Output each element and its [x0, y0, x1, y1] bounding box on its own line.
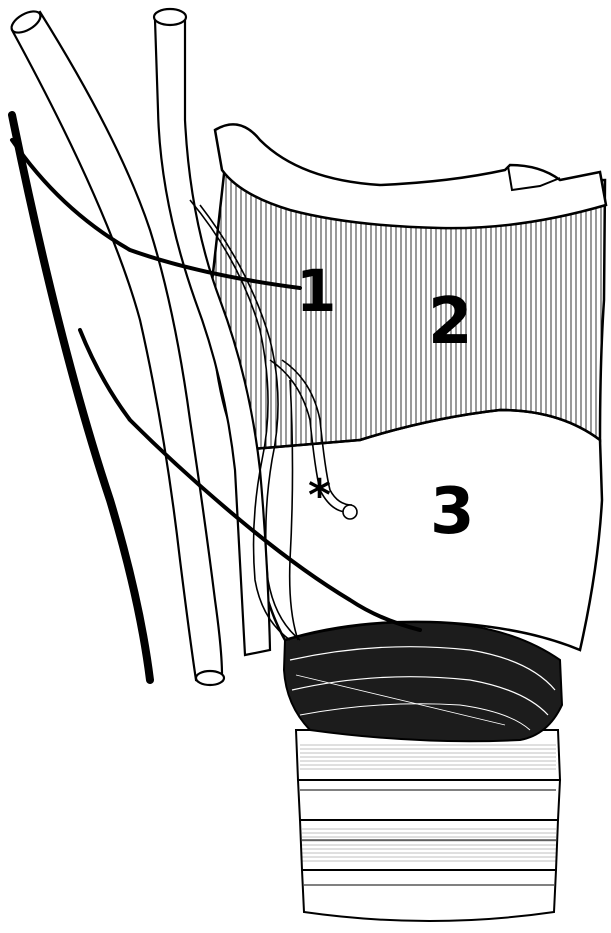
cricothyroid-muscle	[284, 622, 562, 741]
label-1: 1	[296, 262, 336, 320]
vessels	[8, 7, 270, 685]
label-2: 2	[428, 290, 473, 354]
label-3: 3	[430, 480, 475, 544]
thyroid-cartilage	[210, 124, 606, 450]
asterisk-marker: *	[308, 474, 331, 518]
trachea	[296, 730, 560, 921]
